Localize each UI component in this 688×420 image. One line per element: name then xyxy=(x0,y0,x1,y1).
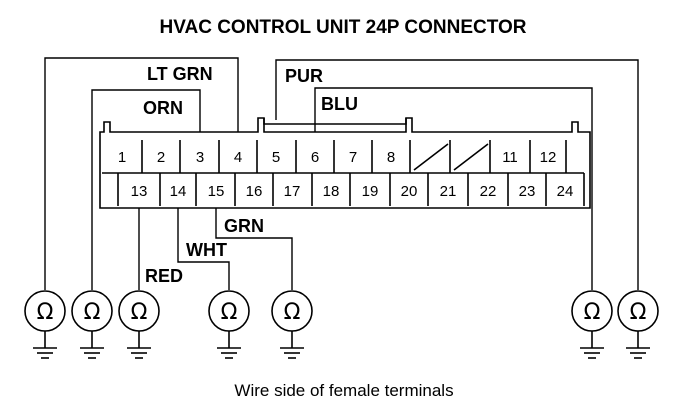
pin-label: 21 xyxy=(440,183,457,200)
diagram-title: HVAC CONTROL UNIT 24P CONNECTOR xyxy=(159,17,526,38)
ohmmeter-icon: Ω xyxy=(71,290,113,359)
pin-label: 17 xyxy=(284,183,301,200)
wiring xyxy=(44,57,639,290)
pin-label: 14 xyxy=(170,183,187,200)
pin-label: 22 xyxy=(480,183,497,200)
ohmmeter-icon: Ω xyxy=(271,290,313,359)
pin-label: 11 xyxy=(502,149,518,166)
pin-label: 4 xyxy=(234,149,242,166)
pin-label: 19 xyxy=(362,183,379,200)
ohmmeters: Ω Ω Ω Ω xyxy=(24,290,659,359)
wire-label-orn: ORN xyxy=(143,98,183,118)
svg-text:Ω: Ω xyxy=(131,300,148,325)
connector-body xyxy=(99,117,591,209)
svg-text:Ω: Ω xyxy=(37,300,54,325)
ohmmeter-icon: Ω xyxy=(118,290,160,359)
wire-label-pur: PUR xyxy=(285,66,323,86)
pin-label: 20 xyxy=(401,183,418,200)
pin-label: 1 xyxy=(118,149,126,166)
pin-label: 12 xyxy=(540,149,557,166)
svg-text:Ω: Ω xyxy=(221,300,238,325)
svg-text:Ω: Ω xyxy=(84,300,101,325)
svg-text:Ω: Ω xyxy=(584,300,601,325)
pin-label: 8 xyxy=(387,149,395,166)
pin-label: 2 xyxy=(157,149,165,166)
wire-label-blu: BLU xyxy=(321,94,358,114)
pin-label: 18 xyxy=(323,183,340,200)
ohmmeter-icon: Ω xyxy=(617,290,659,359)
pin-label: 15 xyxy=(208,183,225,200)
wire-label-red: RED xyxy=(145,266,183,286)
wire-lt-grn xyxy=(44,57,239,290)
wire-wht xyxy=(177,208,230,290)
pin-label: 6 xyxy=(311,149,319,166)
pin-row-bottom: 13 14 15 16 17 18 19 20 21 22 23 24 xyxy=(131,183,574,200)
ohmmeter-icon: Ω xyxy=(208,290,250,359)
wire-label-lt-grn: LT GRN xyxy=(147,64,213,84)
wire-label-wht: WHT xyxy=(186,240,227,260)
ohmmeter-icon: Ω xyxy=(571,290,613,359)
wire-label-grn: GRN xyxy=(224,216,264,236)
svg-text:Ω: Ω xyxy=(630,300,647,325)
pin-row-top: 1 2 3 4 5 6 7 8 11 12 xyxy=(118,149,557,166)
ohmmeter-icon: Ω xyxy=(24,290,66,359)
pin-label: 13 xyxy=(131,183,148,200)
pin-label: 24 xyxy=(557,183,574,200)
pin-label: 16 xyxy=(246,183,263,200)
wire-orn xyxy=(91,89,201,290)
diagram-caption: Wire side of female terminals xyxy=(234,381,453,400)
pin-label: 23 xyxy=(519,183,536,200)
svg-text:Ω: Ω xyxy=(284,300,301,325)
wire-labels: LT GRN ORN PUR BLU GRN WHT RED xyxy=(143,64,358,286)
pin-label: 5 xyxy=(272,149,280,166)
pin-label: 7 xyxy=(349,149,357,166)
pin-label: 3 xyxy=(196,149,204,166)
wire-grn xyxy=(215,208,293,290)
wire-pur xyxy=(275,59,639,290)
wire-blu xyxy=(314,87,593,290)
